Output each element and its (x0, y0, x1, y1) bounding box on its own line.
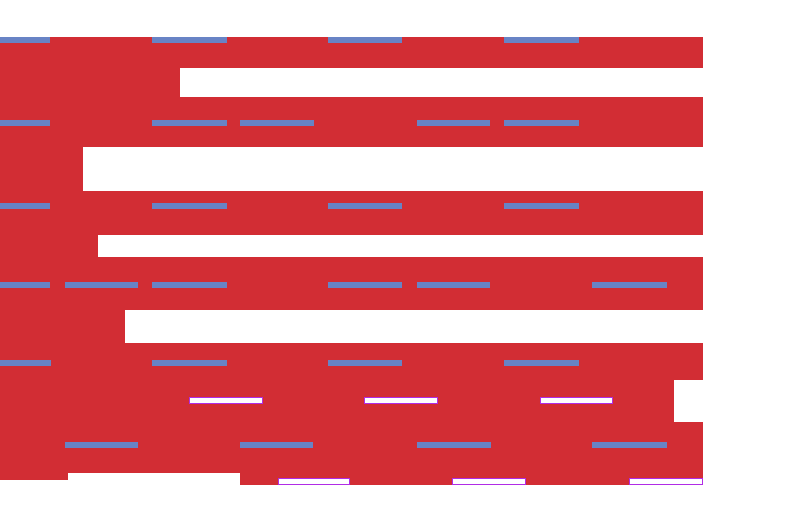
outlined-bar (364, 397, 438, 404)
blue-underline-bar (504, 360, 579, 366)
outlined-bar (452, 478, 526, 485)
blue-underline-bar (0, 203, 50, 209)
blue-underline-bar (328, 360, 402, 366)
red-block (0, 147, 83, 191)
blue-underline-bar (65, 282, 138, 288)
blue-underline-bar (240, 442, 313, 448)
blue-underline-bar (592, 442, 667, 448)
blue-underline-bar (152, 37, 227, 43)
blue-underline-bar (0, 37, 50, 43)
blue-underline-bar (0, 282, 50, 288)
outlined-bar (540, 397, 613, 404)
blue-underline-bar (152, 282, 227, 288)
blue-underline-bar (417, 120, 490, 126)
blue-underline-bar (240, 120, 314, 126)
blue-underline-bar (328, 282, 402, 288)
blue-underline-bar (152, 120, 227, 126)
outlined-bar (189, 397, 263, 404)
blue-underline-bar (328, 37, 402, 43)
blue-underline-bar (152, 203, 227, 209)
outlined-bar (278, 478, 350, 485)
blue-underline-bar (0, 120, 50, 126)
blue-underline-bar (417, 442, 491, 448)
blue-underline-bar (152, 360, 227, 366)
white-cutout (674, 380, 703, 422)
blue-underline-bar (417, 282, 490, 288)
red-block (0, 97, 703, 147)
red-block (0, 473, 68, 480)
blue-underline-bar (592, 282, 667, 288)
outlined-bar (629, 478, 703, 485)
red-block (0, 191, 703, 235)
red-block (0, 68, 180, 97)
blue-underline-bar (328, 203, 402, 209)
red-block (0, 235, 98, 257)
blue-underline-bar (504, 37, 579, 43)
blue-underline-bar (504, 120, 579, 126)
blue-underline-bar (65, 442, 138, 448)
blue-underline-bar (0, 360, 51, 366)
blue-underline-bar (504, 203, 579, 209)
red-block (0, 310, 125, 343)
